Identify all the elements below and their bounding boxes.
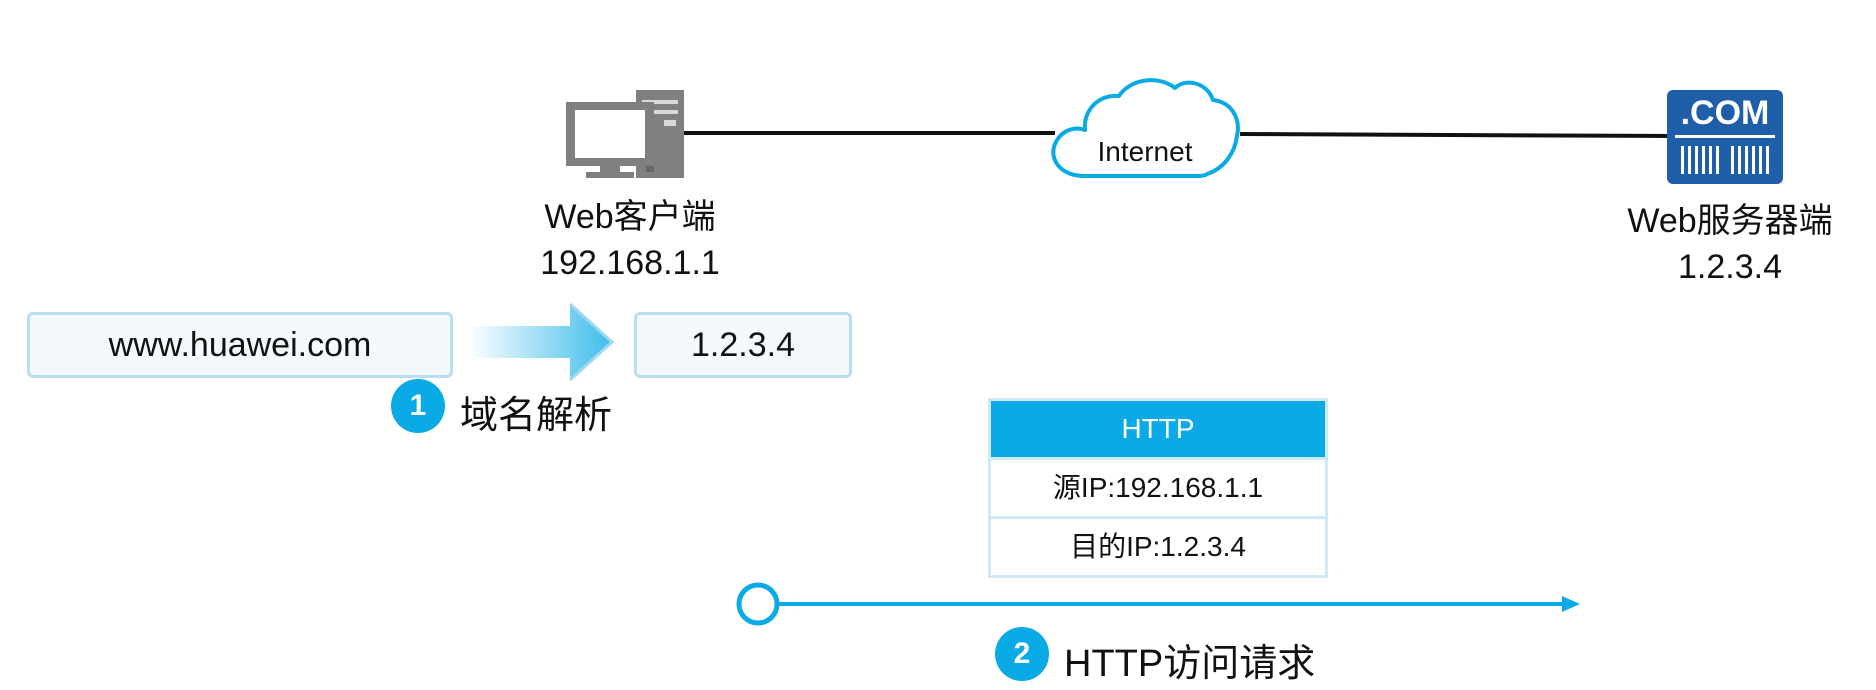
step1-label: 域名解析 (460, 395, 613, 437)
pc-icon (566, 90, 684, 178)
server-logo-divider (1675, 135, 1775, 138)
server-ip: 1.2.3.4 (1678, 248, 1782, 286)
server-name: Web服务器端 (1627, 202, 1833, 240)
http-packet-destination-ip: 目的IP:1.2.3.4 (991, 516, 1325, 575)
server-icon: .COM (1667, 90, 1783, 184)
client-name: Web客户端 (544, 198, 716, 236)
step2-label: HTTP访问请求 (1064, 643, 1316, 685)
step2-badge: 2 (995, 627, 1049, 681)
http-packet-header: HTTP (991, 401, 1325, 457)
step1-badge: 1 (391, 379, 445, 433)
client-ip: 192.168.1.1 (540, 244, 720, 282)
server-rack-icon (1681, 146, 1769, 174)
resolve-arrow-icon (468, 302, 615, 382)
internet-cloud-icon (1051, 78, 1240, 178)
resolved-ip-box: 1.2.3.4 (634, 312, 852, 378)
server-logo: .COM (1680, 94, 1770, 132)
http-request-arrow-icon (736, 582, 1580, 626)
internet-label: Internet (1097, 136, 1193, 167)
http-packet: HTTP 源IP:192.168.1.1 目的IP:1.2.3.4 (988, 398, 1328, 578)
domain-box: www.huawei.com (27, 312, 453, 378)
internet-server-link (1239, 132, 1671, 138)
http-packet-source-ip: 源IP:192.168.1.1 (991, 457, 1325, 516)
